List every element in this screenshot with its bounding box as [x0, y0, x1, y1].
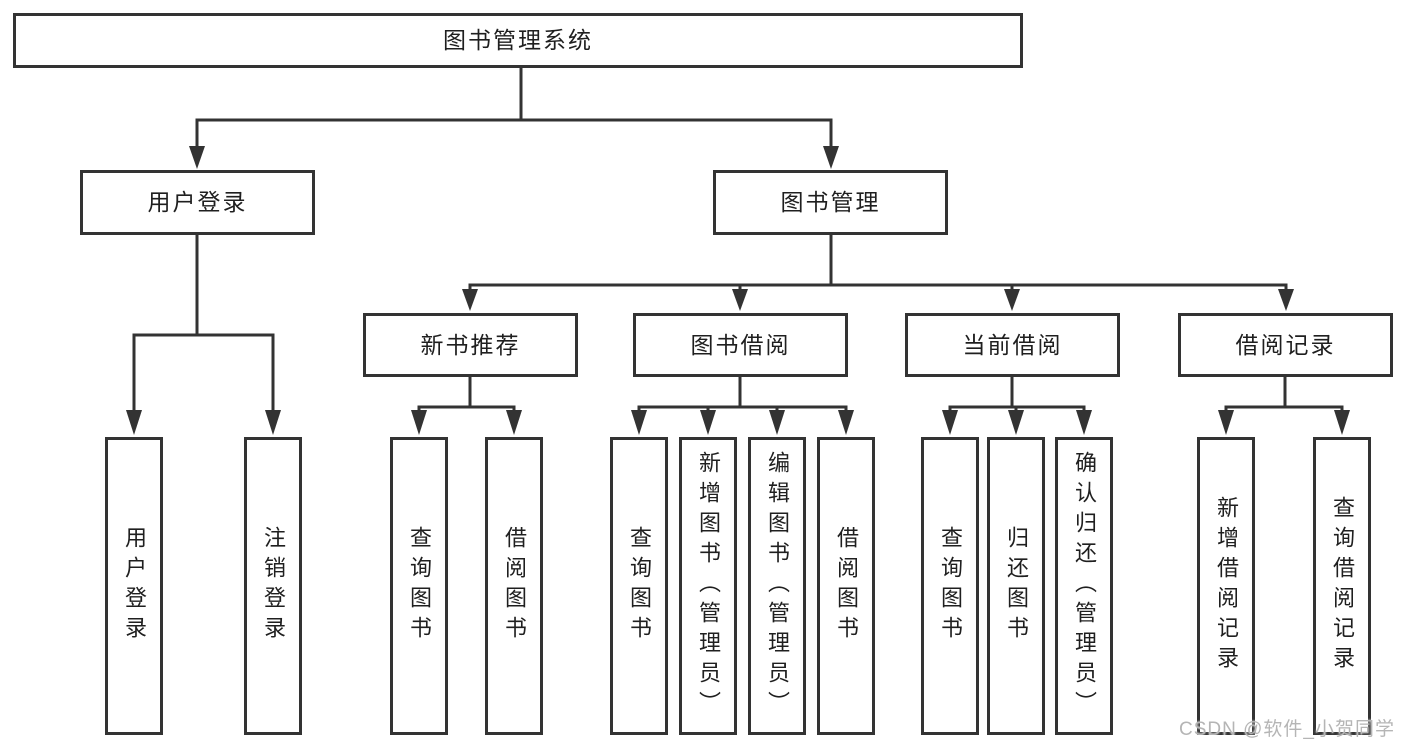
csdn-watermark: CSDN @软件_小贺同学	[1179, 719, 1395, 740]
leaf-add-borrow-record: 新增借阅记录	[1197, 437, 1255, 735]
node-root-library-system: 图书管理系统	[13, 13, 1023, 68]
leaf-query-books-borrow: 查询图书	[610, 437, 668, 735]
node-user-login: 用户登录	[80, 170, 315, 235]
node-borrowing-records: 借阅记录	[1178, 313, 1393, 377]
leaf-user-login: 用户登录	[105, 437, 163, 735]
leaf-borrow-books: 借阅图书	[817, 437, 875, 735]
leaf-query-borrow-record: 查询借阅记录	[1313, 437, 1371, 735]
leaf-return-books: 归还图书	[987, 437, 1045, 735]
leaf-query-books-current: 查询图书	[921, 437, 979, 735]
node-new-book-recommend: 新书推荐	[363, 313, 578, 377]
leaf-add-books-admin: 新增图书（管理员）	[679, 437, 737, 735]
leaf-confirm-return-admin: 确认归还（管理员）	[1055, 437, 1113, 735]
leaf-logout: 注销登录	[244, 437, 302, 735]
node-current-borrowing: 当前借阅	[905, 313, 1120, 377]
leaf-query-books-recommend: 查询图书	[390, 437, 448, 735]
leaf-edit-books-admin: 编辑图书（管理员）	[748, 437, 806, 735]
leaf-borrow-books-recommend: 借阅图书	[485, 437, 543, 735]
node-book-management: 图书管理	[713, 170, 948, 235]
node-book-borrowing: 图书借阅	[633, 313, 848, 377]
